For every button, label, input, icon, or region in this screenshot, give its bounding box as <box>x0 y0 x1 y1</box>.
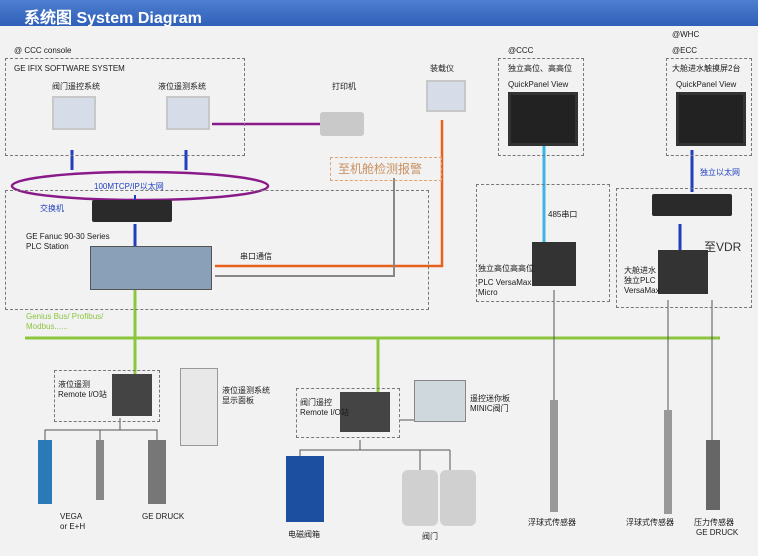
versamax-ballast <box>658 250 708 294</box>
hl-alarm-label: 独立高位、高高位 <box>508 64 572 73</box>
versamax-micro <box>532 242 576 286</box>
rs485-label: 485串口 <box>548 210 578 219</box>
level-panel2-label: 显示面板 <box>222 396 254 405</box>
ge-druck-label: GE DRUCK <box>142 512 185 521</box>
loader-label: 装载仪 <box>430 64 454 73</box>
engine-alarm-box <box>330 157 442 181</box>
ind-eth-label: 独立以太网 <box>700 168 740 177</box>
solenoid-cabinet <box>286 456 324 522</box>
hl-plc-label: 独立高位高高位 <box>478 264 534 273</box>
printer-label: 打印机 <box>332 82 356 91</box>
minic2-label: MINIC阀门 <box>470 404 509 413</box>
switch-label: 交换机 <box>40 204 64 213</box>
ballast-plc1-label: 大舱进水 <box>624 266 656 275</box>
ballast-touch-label: 大舱进水触摸屏2台 <box>672 64 741 73</box>
qpv1-label: QuickPanel View <box>508 80 569 89</box>
valve2 <box>440 470 476 526</box>
genius-label: Genius Bus/ Profibus/ <box>26 312 104 321</box>
wire4 <box>299 440 361 460</box>
valve-io1-label: 阀门遥控 <box>300 398 332 407</box>
level-remote-label: 液位遥测系统 <box>158 82 206 91</box>
valve-io-box <box>296 388 400 438</box>
switch-icon <box>92 200 172 222</box>
level-sensor2 <box>96 440 104 500</box>
solenoid-label: 电磁阀箱 <box>288 530 320 539</box>
link-engine <box>215 178 395 277</box>
ccc-panel-box <box>498 58 584 156</box>
level-panel1-label: 液位遥测系统 <box>222 386 270 395</box>
vega-sensor <box>38 440 52 504</box>
modbus-label: Modbus...... <box>26 322 68 331</box>
whc-label: @WHC <box>672 30 700 39</box>
ballast-plc-box <box>616 188 752 308</box>
pressure2-label: GE DRUCK <box>696 528 739 537</box>
level-io2-label: Remote I/O站 <box>58 390 107 399</box>
plc-rack <box>90 246 212 290</box>
ecc-label: @ECC <box>672 46 698 55</box>
serial-label: 串口通信 <box>240 252 272 261</box>
hl-plc-box <box>476 184 610 302</box>
valve-remote-label: 阀门遥控系统 <box>52 82 100 91</box>
float-sensor2 <box>664 410 672 514</box>
panel-ccc <box>508 92 578 146</box>
printer-icon <box>320 112 364 136</box>
float-sensor1 <box>550 400 558 512</box>
level-io1-label: 液位遥测 <box>58 380 90 389</box>
pc-valve <box>52 96 96 130</box>
pressure1-label: 压力传感器 <box>694 518 734 527</box>
level-io-rack <box>112 374 152 416</box>
valve-io-rack <box>340 392 390 432</box>
wire1 <box>44 418 121 440</box>
pressure-sensor <box>706 440 720 510</box>
ccc-label: @CCC <box>508 46 534 55</box>
float2-label: 浮球式传感器 <box>626 518 674 527</box>
plc-station-label: PLC Station <box>26 242 69 251</box>
to-vdr-label: 至VDR <box>704 240 742 254</box>
console-box <box>5 58 245 156</box>
ballast-plc3-label: VersaMax <box>624 286 660 295</box>
serial-loader <box>215 120 444 268</box>
ifix-label: GE IFIX SOFTWARE SYSTEM <box>14 64 125 73</box>
page-title: 系统图 System Diagram <box>24 10 202 27</box>
vega1-label: VEGA <box>60 512 83 521</box>
qpv2-label: QuickPanel View <box>676 80 737 89</box>
vega2-label: or E+H <box>60 522 86 531</box>
wire5 <box>360 449 421 470</box>
engine-alarm-label: 至机舱检测报警 <box>338 162 423 176</box>
versamax-micro-label: PLC VersaMax <box>478 278 532 287</box>
loader-pc <box>426 80 466 112</box>
ccc-console-label: @ CCC console <box>14 46 72 55</box>
ge-fanuc-label: GE Fanuc 90-30 Series <box>26 232 110 241</box>
network-label: 100MTCP/IP以太网 <box>94 182 164 191</box>
level-panel <box>180 368 218 446</box>
valve1 <box>402 470 438 526</box>
panel-ecc <box>676 92 746 146</box>
micro-label: Micro <box>478 288 498 297</box>
minic-board <box>414 380 466 422</box>
plc-station-box <box>5 190 429 310</box>
valve-label: 阀门 <box>422 532 438 541</box>
ecc-panel-box <box>666 58 752 156</box>
ballast-plc2-label: 独立PLC <box>624 276 656 285</box>
minic1-label: 遥控迷你板 <box>470 394 510 403</box>
wire3 <box>120 429 158 440</box>
switch-right-icon <box>652 194 732 216</box>
float1-label: 浮球式传感器 <box>528 518 576 527</box>
ge-druck-sensor <box>148 440 166 504</box>
title-bar: 系统图 System Diagram <box>0 0 758 27</box>
valve-io2-label: Remote I/O站 <box>300 408 349 417</box>
level-io-box <box>54 370 160 422</box>
pc-level <box>166 96 210 130</box>
